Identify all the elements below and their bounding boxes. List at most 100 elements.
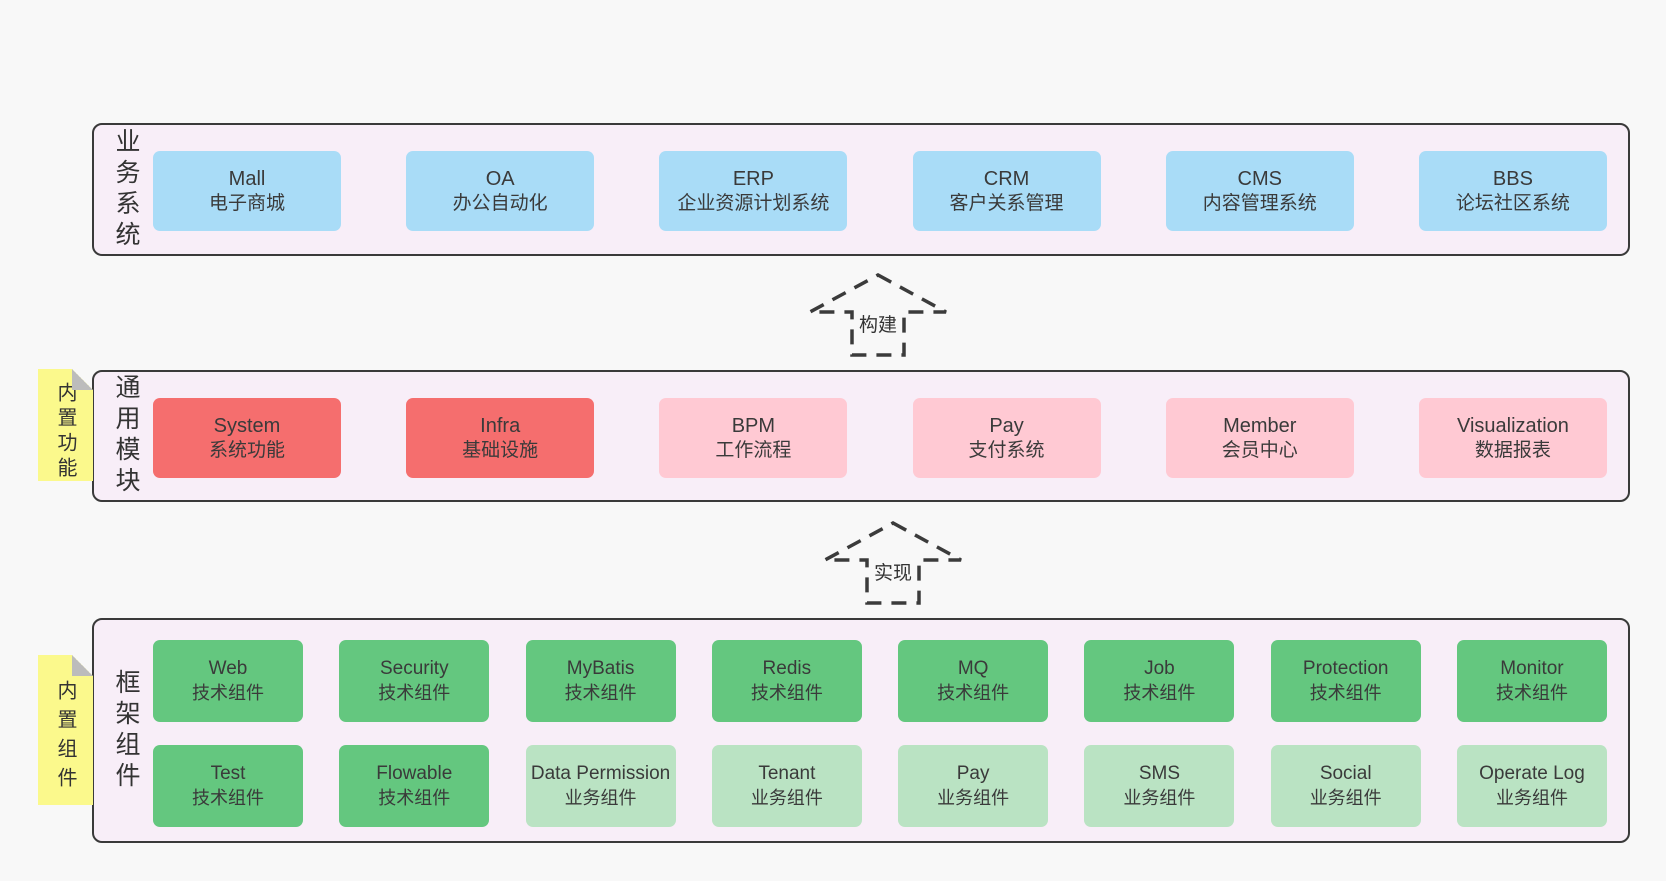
box-title: Job (1144, 657, 1175, 679)
box-mybatis: MyBatis 技术组件 (525, 640, 676, 722)
box-subtitle: 技术组件 (1495, 682, 1568, 703)
box-title: Visualization (1456, 414, 1569, 437)
box-flowable: Flowable 技术组件 (339, 745, 490, 827)
box-title: Social (1319, 762, 1372, 784)
box-title: Flowable (376, 762, 453, 784)
box-subtitle: 办公自动化 (452, 192, 548, 214)
box-title: MQ (957, 657, 989, 679)
box-protection: Protection 技术组件 (1270, 640, 1421, 722)
box-title: OA (485, 167, 515, 190)
arrow-implement-label: 实现 (870, 557, 916, 586)
dashed-up-arrow-icon (809, 273, 947, 357)
box-subtitle: 内容管理系统 (1202, 192, 1317, 214)
box-subtitle: 业务组件 (1123, 787, 1196, 808)
box-monitor: Monitor 技术组件 (1456, 640, 1607, 722)
box-data-permission: Data Permission 业务组件 (525, 745, 676, 827)
box-redis: Redis 技术组件 (711, 640, 862, 722)
box-subtitle: 基础设施 (462, 439, 539, 461)
box-subtitle: 技术组件 (378, 682, 451, 703)
box-subtitle: 技术组件 (564, 682, 637, 703)
box-subtitle: 企业资源计划系统 (677, 192, 830, 214)
box-job: Job 技术组件 (1084, 640, 1235, 722)
box-subtitle: 技术组件 (937, 682, 1010, 703)
box-subtitle: 系统功能 (208, 439, 285, 461)
box-pay: Pay 业务组件 (898, 745, 1049, 827)
layer-label-common-modules: 通用模块 (112, 374, 140, 498)
box-subtitle: 数据报表 (1474, 439, 1551, 461)
sticky-note-built-in-components: 内置组件 (38, 655, 93, 805)
layer-label-business-systems: 业务系统 (112, 127, 140, 252)
arrow-build-label: 构建 (855, 309, 901, 338)
box-web: Web 技术组件 (153, 640, 303, 722)
box-title: Mall (228, 167, 266, 190)
dashed-up-arrow-icon (824, 521, 962, 605)
box-title: CRM (983, 167, 1030, 190)
box-title: Redis (762, 657, 812, 679)
box-title: Pay (989, 414, 1024, 437)
box-title: Web (208, 657, 248, 679)
box-title: Member (1223, 414, 1297, 437)
box-title: BBS (1492, 167, 1533, 190)
box-subtitle: 技术组件 (750, 682, 823, 703)
arrow-implement: 实现 (822, 520, 964, 606)
box-title: System (213, 414, 281, 437)
sticky-note-text: 内置功能 (54, 382, 76, 482)
arrow-build: 构建 (807, 272, 949, 358)
box-subtitle: 技术组件 (192, 682, 264, 703)
note-fold-corner-icon (72, 369, 93, 390)
note-fold-corner-icon (72, 655, 93, 676)
layer-label-framework-components: 框架组件 (112, 668, 140, 793)
box-subtitle: 业务组件 (1309, 787, 1382, 808)
box-title: MyBatis (566, 657, 635, 679)
box-subtitle: 技术组件 (1123, 682, 1196, 703)
box-subtitle: 业务组件 (564, 787, 637, 808)
box-subtitle: 技术组件 (1309, 682, 1382, 703)
sticky-note-text: 内置组件 (54, 680, 76, 796)
box-subtitle: 支付系统 (968, 439, 1045, 461)
box-title: ERP (732, 167, 774, 190)
box-social: Social 业务组件 (1270, 745, 1421, 827)
sticky-note-built-in-features: 内置功能 (38, 369, 93, 481)
box-subtitle: 电子商城 (208, 192, 285, 214)
box-subtitle: 技术组件 (192, 787, 264, 808)
box-subtitle: 客户关系管理 (949, 192, 1064, 214)
box-test: Test 技术组件 (153, 745, 303, 827)
box-subtitle: 业务组件 (750, 787, 823, 808)
box-subtitle: 业务组件 (1495, 787, 1568, 808)
box-subtitle: 业务组件 (937, 787, 1010, 808)
box-title: SMS (1138, 762, 1180, 784)
box-title: Data Permission (530, 762, 671, 784)
box-title: Monitor (1500, 657, 1564, 679)
box-subtitle: 会员中心 (1221, 439, 1298, 461)
box-title: BPM (731, 414, 776, 437)
box-title: Test (210, 762, 246, 784)
box-title: Infra (480, 414, 521, 437)
box-title: Pay (956, 762, 990, 784)
box-title: Protection (1302, 657, 1389, 679)
box-subtitle: 技术组件 (378, 787, 451, 808)
box-sms: SMS 业务组件 (1084, 745, 1235, 827)
box-title: CMS (1237, 167, 1282, 190)
